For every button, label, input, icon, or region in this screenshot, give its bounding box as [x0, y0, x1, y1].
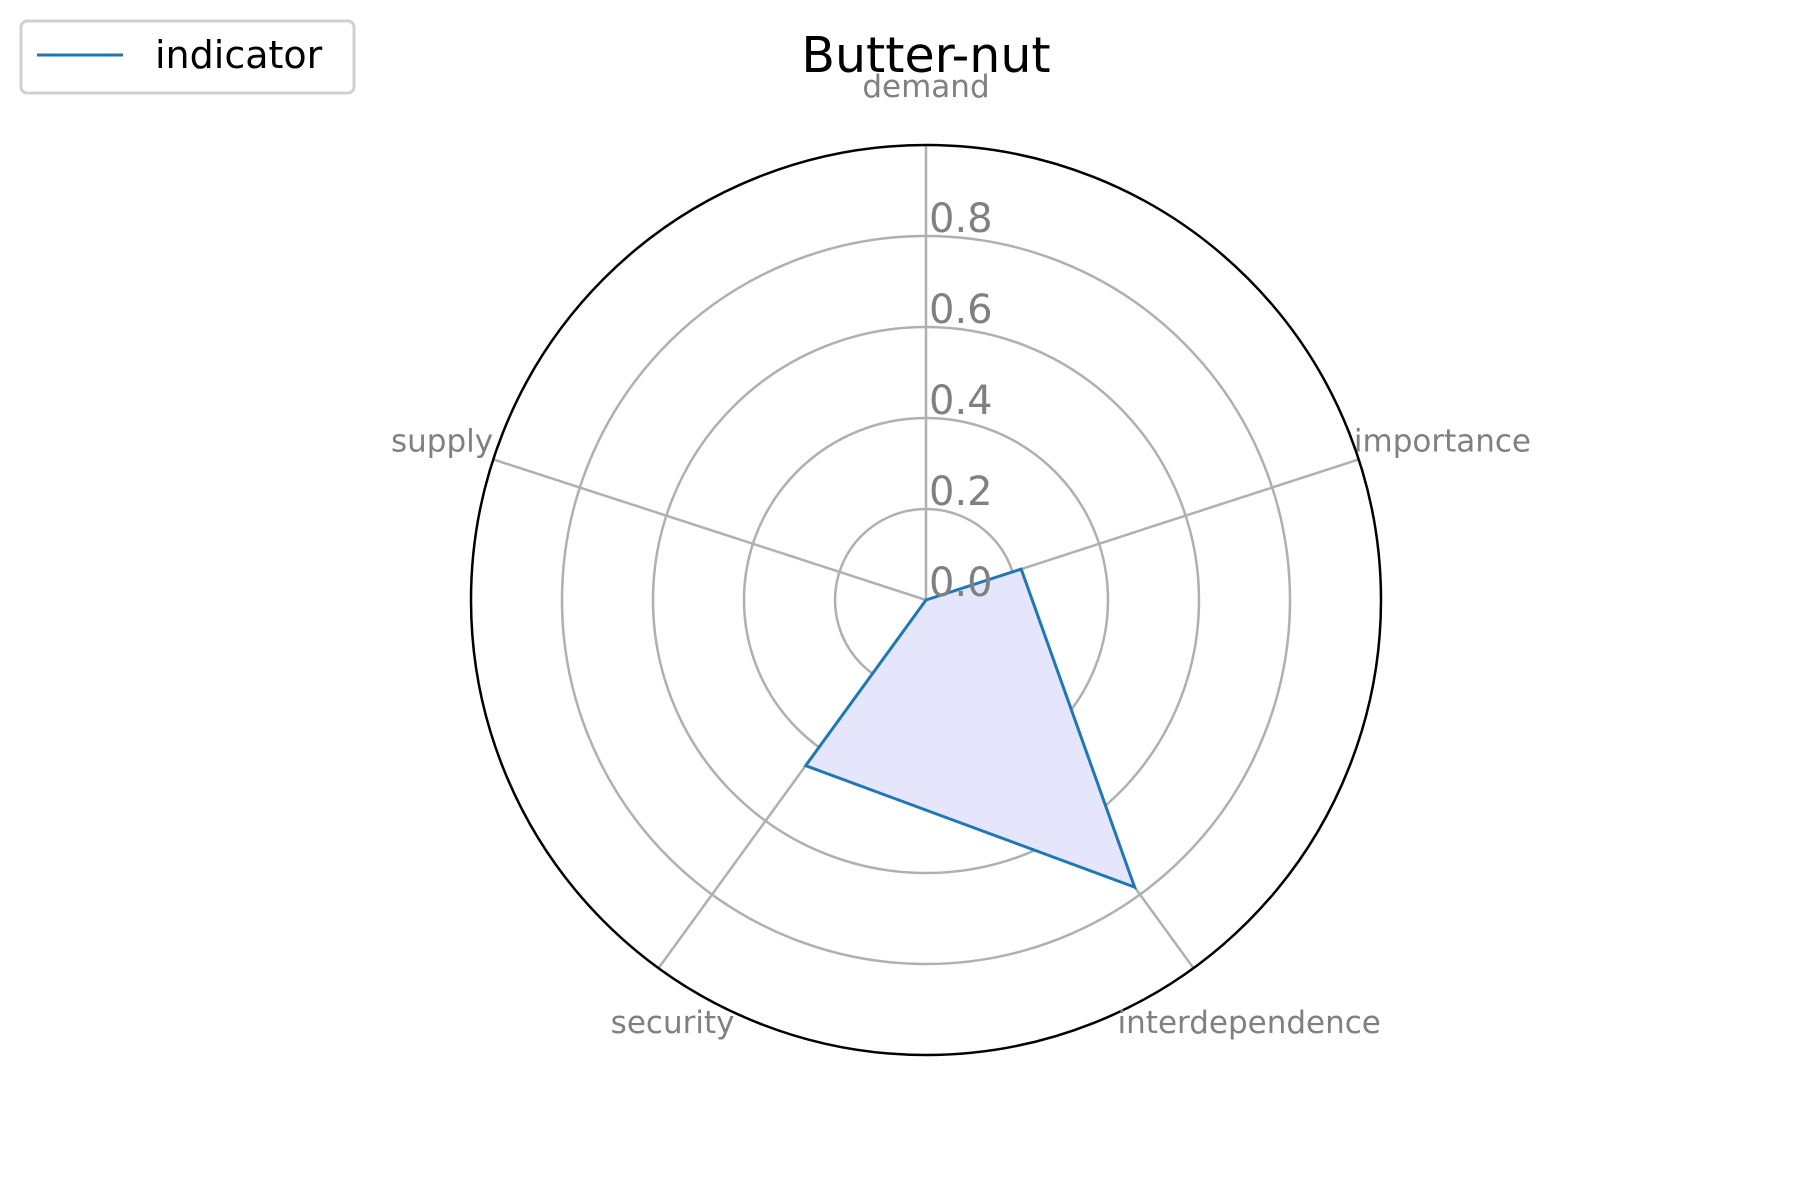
- spoke-supply: [492, 458, 927, 602]
- label-layer: 0.0 0.2 0.4 0.6 0.8 demand importance interdepe…: [391, 69, 1531, 1041]
- legend-label: indicator: [155, 33, 323, 77]
- legend: indicator: [19, 19, 356, 95]
- axis-label-demand: demand: [862, 69, 989, 105]
- series-polygon-indicator: [803, 567, 1138, 890]
- legend-box: [19, 19, 356, 95]
- r-tick-label: 0.8: [929, 196, 993, 242]
- axis-label-supply: supply: [391, 423, 493, 459]
- r-tick-label: 0.2: [929, 469, 993, 515]
- r-tick-label: 0.0: [929, 560, 993, 606]
- r-tick-label: 0.4: [929, 378, 993, 424]
- axis-label-security: security: [611, 1005, 735, 1041]
- outer-frame: [469, 143, 1383, 1057]
- r-tick-label: 0.6: [929, 287, 993, 333]
- chart-title: Butter-nut: [801, 27, 1050, 84]
- series-layer: [803, 567, 1138, 890]
- axis-label-importance: importance: [1354, 423, 1531, 459]
- axis-label-interdependence: interdependence: [1118, 1005, 1381, 1041]
